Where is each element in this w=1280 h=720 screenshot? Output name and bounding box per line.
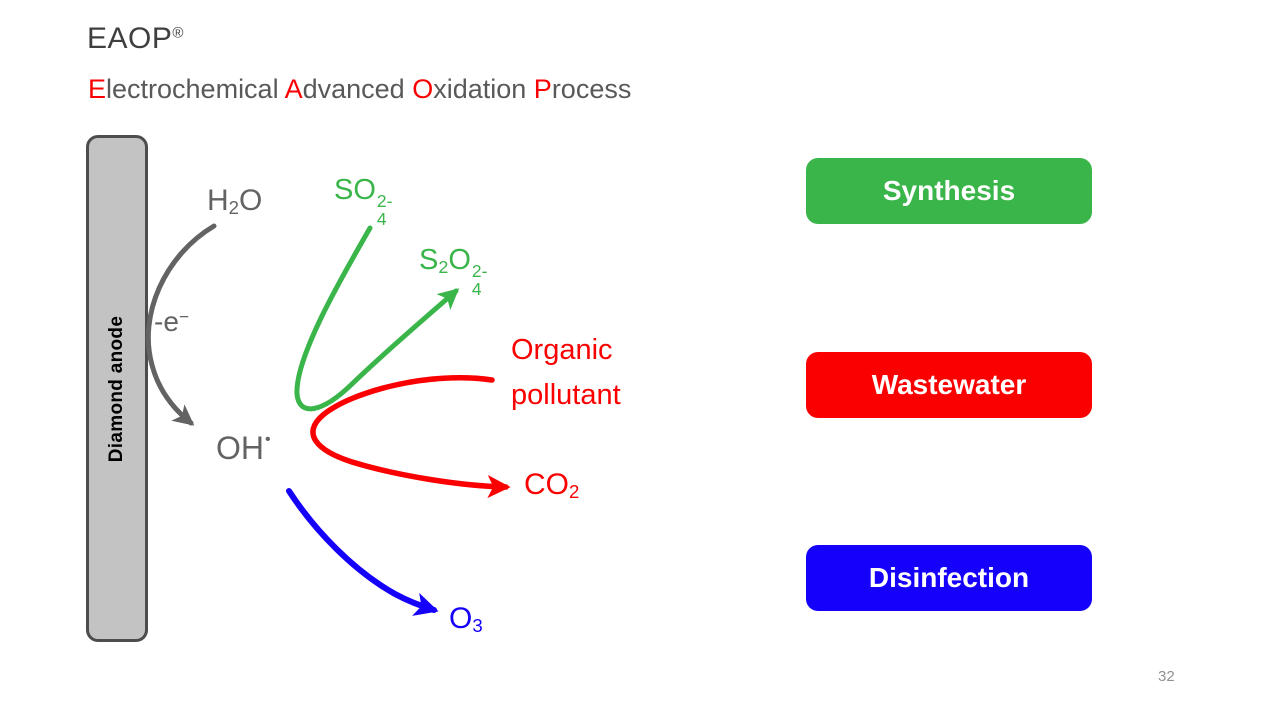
h2o-label: H2O (207, 184, 263, 219)
diamond-anode-label: Diamond anode (106, 315, 127, 462)
synthesis-badge: Synthesis (806, 158, 1092, 224)
subtitle-accent-letter: P (533, 74, 552, 104)
diamond-anode-bar: Diamond anode (86, 135, 148, 642)
hydroxyl-radical-label: OH• (216, 430, 271, 466)
page-title: EAOP® (87, 22, 184, 56)
wastewater-badge: Wastewater (806, 352, 1092, 418)
hydroxyl-to-ozone-arrow (286, 488, 439, 616)
subtitle-segment: rocess (551, 74, 632, 104)
disinfection-badge: Disinfection (806, 545, 1092, 611)
wastewater-badge-label: Wastewater (871, 369, 1027, 400)
synthesis-badge-label: Synthesis (882, 175, 1016, 206)
organic-pollutant-to-co2-arrow (310, 375, 511, 499)
ozone-label: O3 (449, 602, 483, 637)
registered-trademark-symbol: ® (172, 24, 184, 42)
radical-dot: • (265, 430, 271, 448)
organic-pollutant-label: Organic pollutant (511, 334, 621, 411)
subtitle-segment: dvanced (302, 74, 413, 104)
title-text: EAOP (87, 22, 173, 55)
electron-loss-label: -e− (154, 306, 190, 337)
page-number: 32 (1158, 668, 1175, 685)
co2-label: CO2 (524, 468, 580, 503)
page-subtitle: Electrochemical Advanced Oxidation Proce… (88, 74, 631, 105)
subtitle-accent-letter: A (284, 74, 303, 104)
subtitle-accent-letter: E (88, 74, 107, 104)
subtitle-segment: lectrochemical (106, 74, 285, 104)
subtitle-segment: xidation (433, 74, 534, 104)
disinfection-badge-label: Disinfection (868, 562, 1030, 593)
subtitle-accent-letter: O (412, 74, 434, 104)
